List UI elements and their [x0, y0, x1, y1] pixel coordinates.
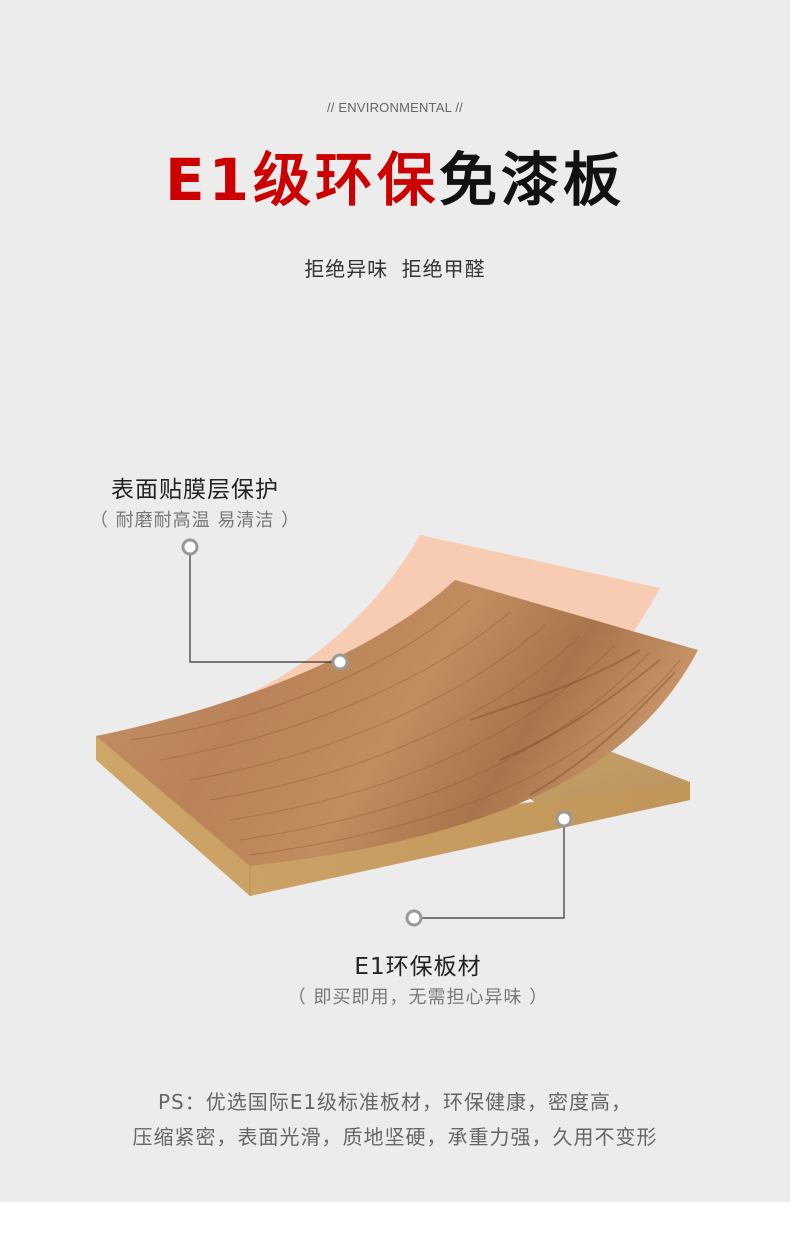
- title-main: 免漆板: [438, 146, 625, 214]
- title-highlight: E1级环保: [165, 146, 439, 214]
- callout-dot: [181, 538, 199, 556]
- ps-note-line1: PS：优选国际E1级标准板材，环保健康，密度高，: [157, 1090, 633, 1114]
- board-callout-title: E1环保板材: [354, 954, 482, 980]
- film-callout-title: 表面贴膜层保护: [111, 477, 279, 503]
- page-title: E1级环保免漆板: [0, 142, 790, 218]
- film-callout-line: [189, 547, 340, 663]
- ps-note-line2: 压缩紧密，表面光滑，质地坚硬，承重力强，久用不变形: [132, 1125, 658, 1149]
- callout-dot: [331, 653, 349, 671]
- wood-veneer-layer: [96, 580, 698, 866]
- wood-grain-dark: [469, 649, 676, 796]
- eyebrow-label: // ENVIRONMENTAL //: [327, 100, 463, 115]
- board-callout-subtitle: （ 即买即用，无需担心异味 ）: [287, 987, 549, 1008]
- page-subtitle: 拒绝异味 拒绝甲醛: [304, 257, 486, 281]
- callout-dot: [405, 909, 423, 927]
- wood-grain: [129, 599, 681, 856]
- laminate-board-illustration: [96, 535, 698, 927]
- film-callout-subtitle: （ 耐磨耐高温 易清洁 ）: [89, 510, 301, 531]
- callout-dot: [555, 810, 573, 828]
- board-callout-line: [414, 819, 565, 919]
